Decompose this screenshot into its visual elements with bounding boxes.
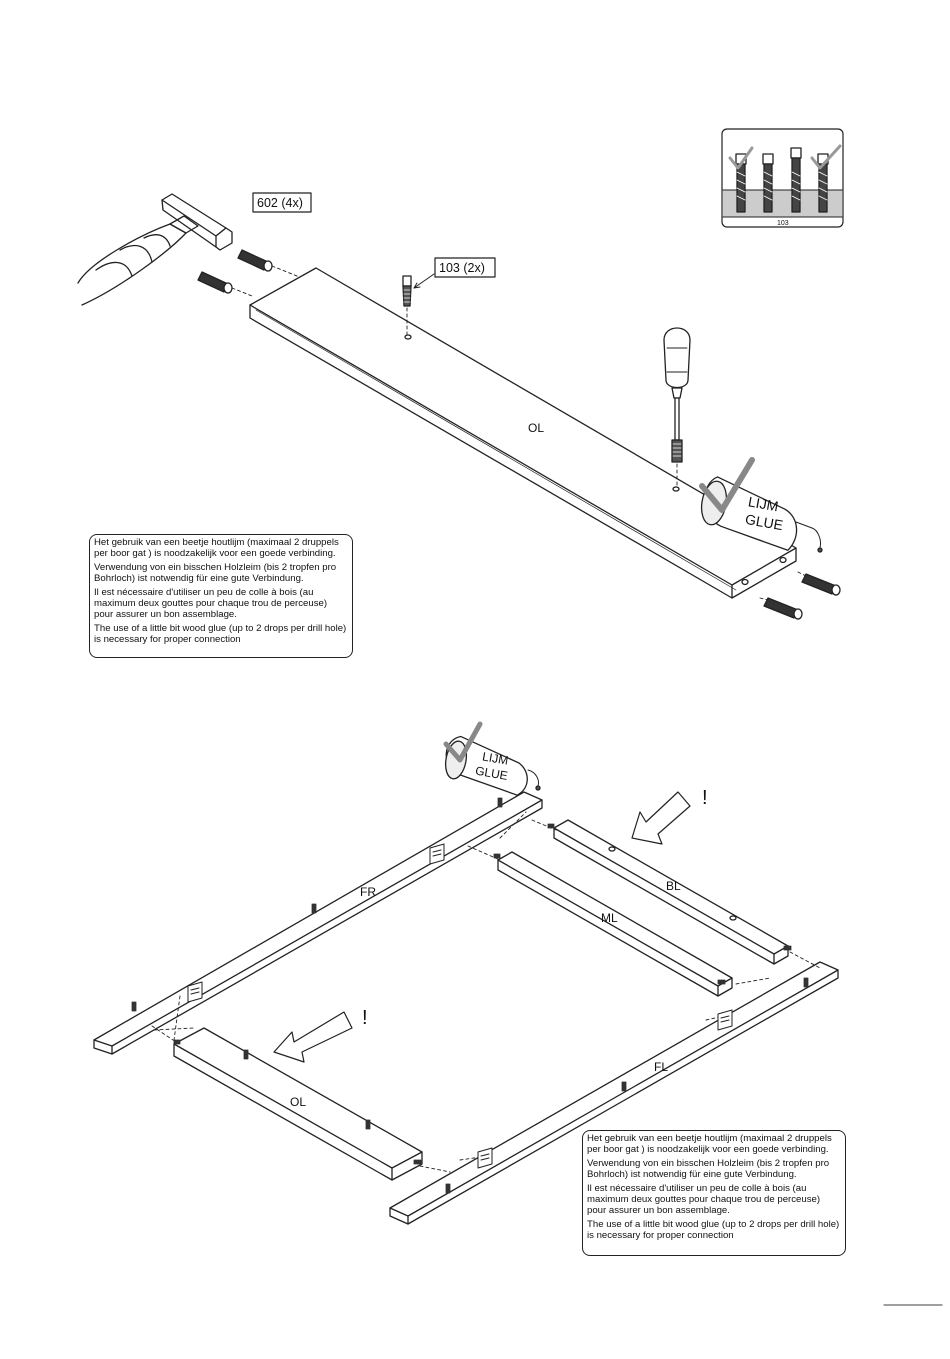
glue-note-step2: Het gebruik van een beetje houtlijm (max…: [582, 1130, 846, 1256]
label-ml: ML: [601, 911, 618, 925]
screw-stage-icon: [728, 144, 842, 213]
dowel-right-upper: [801, 573, 841, 596]
warning-mark-upper: !: [702, 787, 708, 809]
glue-note-step1: Het gebruik van een beetje houtlijm (max…: [89, 534, 353, 658]
glue-note-nl: Het gebruik van een beetje houtlijm (max…: [94, 537, 339, 559]
glue-bottle-icon-step2: LIJM GLUE: [443, 721, 541, 796]
glue-note-de: Verwendung von ein bisschen Holzleim (bi…: [94, 562, 337, 584]
callout-cam-bolt-part: 103 (2x): [434, 257, 496, 278]
screwdriver-icon: [663, 327, 691, 487]
panel-ml: [497, 851, 733, 997]
cam-bolt-icon: [402, 273, 435, 335]
inset-label: 103: [777, 220, 789, 227]
cam-locks: [187, 843, 733, 1169]
glue-bottle-step2-line2: GLUE: [474, 764, 509, 783]
glue-note-nl: Het gebruik van een beetje houtlijm (max…: [587, 1133, 832, 1155]
panel-ol-step2: [173, 1027, 423, 1181]
arrow-icon-upper: [631, 791, 691, 845]
callout-cam-bolt-text: 103 (2x): [439, 261, 485, 275]
glue-bottle-label-line2: GLUE: [744, 511, 784, 533]
cam-bolt-inset: 103: [721, 128, 844, 228]
callout-dowel-text: 602 (4x): [257, 196, 303, 210]
glue-bottle-label-line1: LIJM: [747, 493, 780, 514]
warning-mark-lower: !: [362, 1007, 368, 1029]
label-bl: BL: [666, 879, 681, 893]
dowel-left-upper: [237, 249, 273, 272]
dowel-right-lower: [763, 597, 803, 620]
rail-fr: [93, 791, 543, 1055]
panel-ol-step1: [249, 267, 797, 599]
label-fl: FL: [654, 1060, 668, 1074]
glue-note-en: The use of a little bit wood glue (up to…: [587, 1219, 840, 1241]
glue-note-fr: Il est nécessaire d'utiliser un peu de c…: [94, 587, 328, 620]
glue-note-fr: Il est nécessaire d'utiliser un peu de c…: [587, 1183, 821, 1216]
label-fr: FR: [360, 885, 376, 899]
dowel-left-lower: [197, 271, 233, 294]
hammer-icon: [77, 193, 233, 306]
fittings: [131, 797, 809, 1194]
glue-note-de: Verwendung von ein bisschen Holzleim (bi…: [587, 1158, 830, 1180]
panel-ol-label: OL: [528, 421, 544, 435]
callout-dowel-part: 602 (4x): [252, 192, 312, 213]
arrow-icon-lower: [273, 1011, 353, 1063]
glue-bottle-icon: LIJM GLUE: [699, 457, 823, 553]
glue-bottle-step2-line1: LIJM: [481, 749, 509, 767]
glue-note-en: The use of a little bit wood glue (up to…: [94, 623, 347, 645]
label-ol: OL: [290, 1095, 306, 1109]
